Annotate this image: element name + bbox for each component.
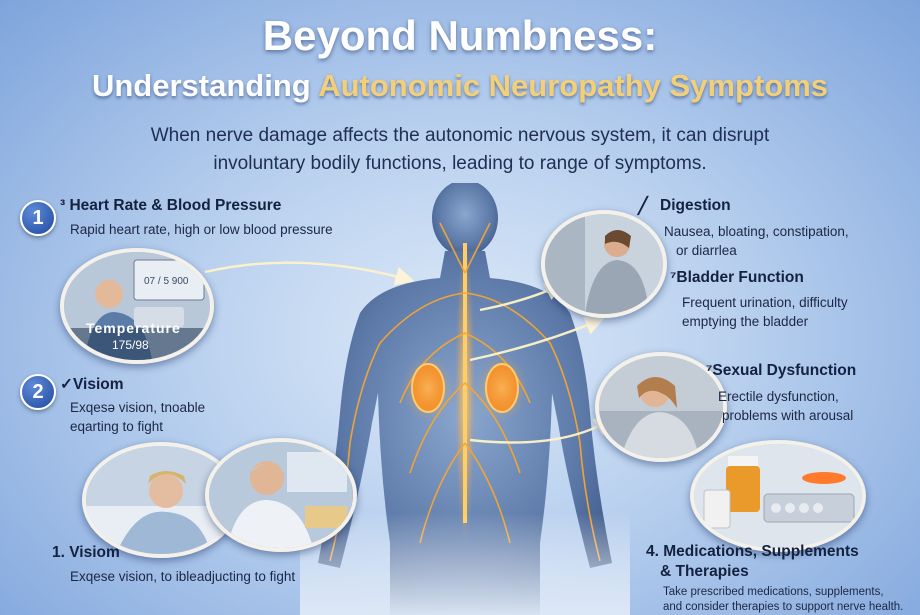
badge-number-2: 2 [20, 374, 56, 410]
arrow-sexual [469, 417, 615, 444]
bladder-description-2: emptying the bladder [682, 314, 809, 329]
digestion-heading: Digestion [660, 197, 731, 214]
medications-photo [690, 440, 866, 552]
vision-description-1: Exqesə vision, tnoable [70, 400, 206, 415]
vision-photo-man [205, 438, 357, 552]
monitor-readout: 07 / 5 900 [144, 276, 189, 287]
bladder-description-1: Frequent urination, difficulty [682, 295, 848, 310]
page-title: Beyond Numbness: [262, 12, 658, 59]
intro-line-1: When nerve damage affects the autonomic … [150, 125, 770, 146]
intro-text: When nerve damage affects the autonomic … [100, 122, 820, 178]
pencil-icon: ╱ [638, 198, 648, 215]
subtitle-prefix: Understanding [91, 68, 319, 103]
arrow-heart [204, 261, 415, 286]
sexual-description-1: Erectile dysfunction, [718, 389, 839, 404]
body-head [432, 183, 498, 256]
photo-label-temperature: Temperature [86, 320, 181, 336]
vision-heading-2: 1. Visiom [52, 544, 120, 561]
medications-heading-2: & Therapies [660, 563, 749, 580]
heart-heading: ³ Heart Rate & Blood Pressure [60, 197, 282, 214]
sexual-description-2: problems with arousal [722, 408, 854, 423]
photo-label-value: 175/98 [112, 338, 149, 352]
sexual-heading: ⁷Sexual Dysfunction [706, 362, 857, 379]
subtitle-accent: Autonomic Neuropathy Symptoms [318, 68, 829, 103]
arrow-bladder [469, 316, 605, 362]
digestion-description-2: or diarrlea [676, 243, 737, 258]
vision-heading: ✓Visiom [60, 376, 124, 393]
sexual-dysfunction-photo [595, 352, 727, 462]
digestion-description-1: Nausea, bloating, constipation, [664, 224, 849, 239]
digestion-photo [541, 210, 667, 318]
intro-line-2: involuntary bodily functions, leading to… [213, 153, 707, 174]
bladder-heading: ⁷Bladder Function [670, 269, 804, 286]
heart-description: Rapid heart rate, high or low blood pres… [70, 222, 333, 237]
page-subtitle: Understanding Autonomic Neuropathy Sympt… [0, 68, 920, 104]
medications-description-2: and consider therapies to support nerve … [663, 601, 904, 613]
medications-description-1: Take prescribed medications, supplements… [663, 586, 884, 598]
badge-number-1: 1 [20, 200, 56, 236]
vision-description-3: Exqese vision, to ibleadjucting to fight [70, 569, 296, 584]
medications-heading-1: 4. Medications, Supplements [646, 543, 859, 560]
vision-description-2: eqarting to fight [70, 419, 164, 434]
